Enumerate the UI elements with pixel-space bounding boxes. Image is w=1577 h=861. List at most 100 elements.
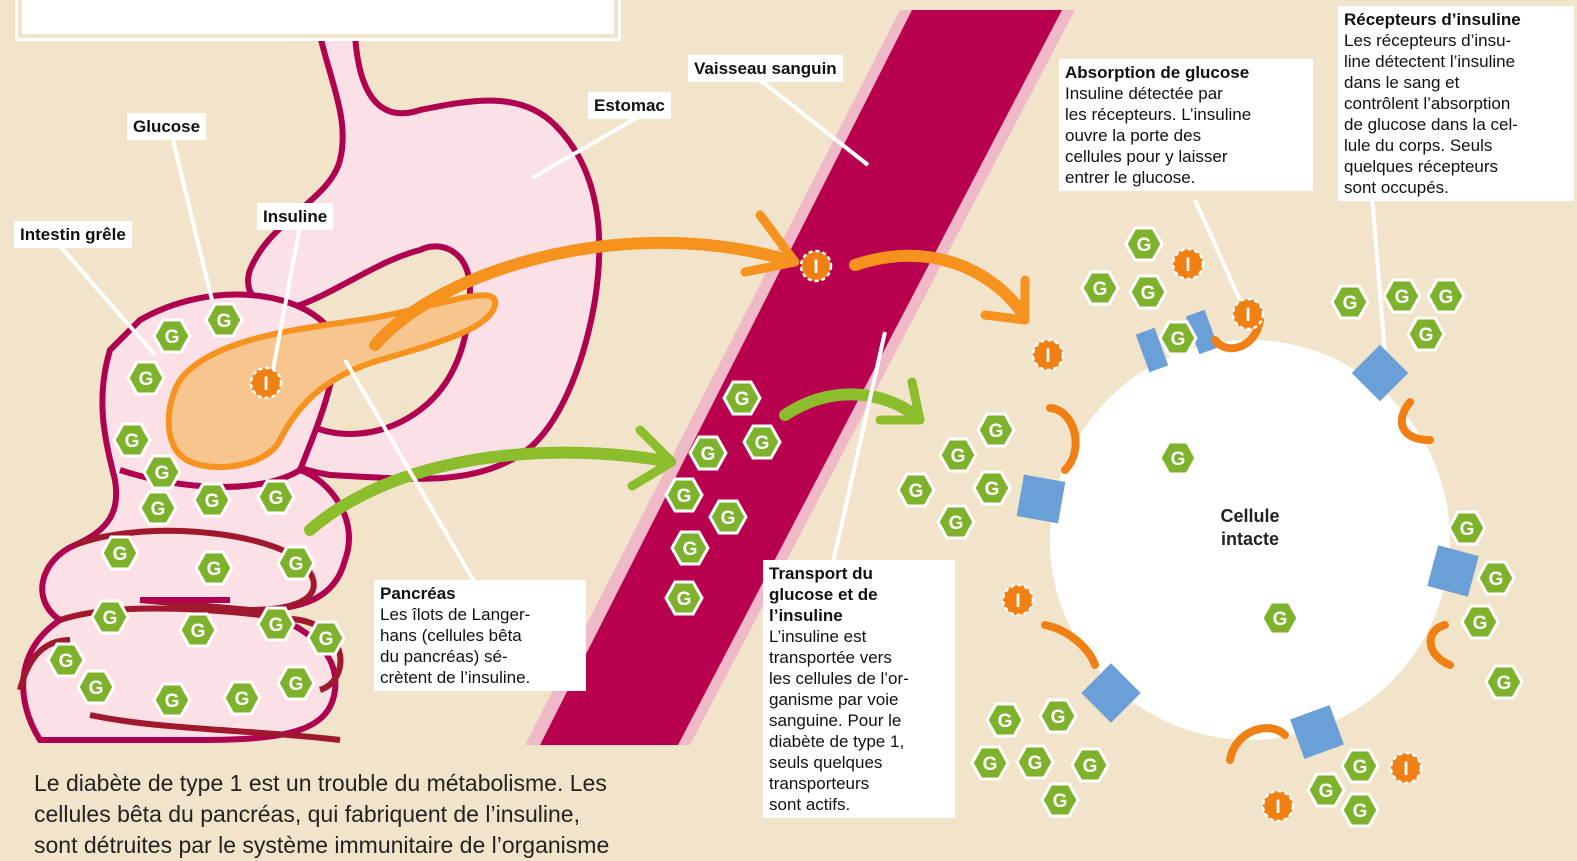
glucose-letter: G	[1460, 519, 1475, 540]
glucose-icon: G	[1384, 280, 1420, 312]
glucose-icon: G	[940, 439, 976, 471]
glucose-letter: G	[1439, 287, 1454, 308]
label-transport: Transport du glucose et de l’insuline L’…	[763, 560, 955, 818]
glucose-icon: G	[1462, 606, 1498, 638]
insulin-letter: I	[1045, 346, 1050, 367]
glucose-icon: G	[1308, 774, 1344, 806]
glucose-letter: G	[59, 651, 74, 672]
glucose-icon: G	[114, 424, 150, 456]
glucose-icon: G	[258, 481, 294, 513]
glucose-letter: G	[289, 674, 304, 695]
glucose-letter: G	[1093, 279, 1108, 300]
glucose-letter: G	[989, 421, 1004, 442]
glucose-icon: G	[140, 492, 176, 524]
glucose-icon: G	[938, 506, 974, 538]
glucose-icon: G	[194, 484, 230, 516]
glucose-letter: G	[1353, 757, 1368, 778]
glucose-icon: G	[672, 532, 708, 564]
glucose-letter: G	[1028, 753, 1043, 774]
glucose-icon: G	[154, 320, 190, 352]
glucose-icon: G	[1486, 666, 1522, 698]
glucose-icon: G	[1342, 750, 1378, 782]
glucose-letter: G	[1273, 609, 1288, 630]
glucose-letter: G	[1171, 449, 1186, 470]
glucose-letter: G	[755, 433, 770, 454]
insulin-letter: I	[1403, 759, 1408, 780]
glucose-letter: G	[1319, 781, 1334, 802]
glucose-letter: G	[1083, 756, 1098, 777]
glucose-letter: G	[1497, 673, 1512, 694]
label-stomach-text: Estomac	[594, 95, 665, 116]
glucose-letter: G	[269, 615, 284, 636]
glucose-letter: G	[683, 539, 698, 560]
insulin-icon: I	[1391, 753, 1421, 783]
glucose-icon: G	[978, 414, 1014, 446]
glucose-icon: G	[1428, 280, 1464, 312]
label-glucose-text: Glucose	[133, 116, 200, 137]
glucose-icon: G	[1017, 746, 1053, 778]
glucose-letter: G	[1053, 791, 1068, 812]
insulin-letter: I	[813, 257, 818, 278]
glucose-letter: G	[89, 678, 104, 699]
glucose-icon: G	[1408, 318, 1444, 350]
title-box	[18, 0, 618, 38]
glucose-letter: G	[701, 444, 716, 465]
glucose-icon: G	[666, 582, 702, 614]
insulin-icon: I	[1003, 585, 1033, 615]
glucose-icon: G	[1262, 602, 1298, 634]
glucose-icon: G	[1072, 749, 1108, 781]
intro-text: Le diabète de type 1 est un trouble du m…	[34, 768, 734, 861]
insulin-letter: I	[1275, 797, 1280, 818]
glucose-letter: G	[155, 463, 170, 484]
glucose-letter: G	[235, 689, 250, 710]
insulin-icon: I	[251, 368, 281, 398]
glucose-icon: G	[744, 426, 780, 458]
label-receptors-body: Les récepteurs d’insu- line détectent l’…	[1344, 30, 1572, 198]
label-insulin-text: Insuline	[263, 206, 327, 227]
glucose-icon: G	[666, 479, 702, 511]
glucose-letter: G	[269, 488, 284, 509]
label-stomach: Estomac	[588, 92, 671, 119]
insulin-letter: I	[263, 374, 268, 395]
glucose-icon: G	[180, 614, 216, 646]
glucose-icon: G	[92, 601, 128, 633]
glucose-icon: G	[987, 704, 1023, 736]
glucose-icon: G	[258, 608, 294, 640]
glucose-icon: G	[1342, 794, 1378, 826]
glucose-letter: G	[125, 431, 140, 452]
label-blood-vessel-text: Vaisseau sanguin	[694, 58, 837, 79]
glucose-letter: G	[139, 369, 154, 390]
label-glucose: Glucose	[127, 113, 206, 140]
insulin-icon: I	[1173, 249, 1203, 279]
label-absorption-body: Insuline détectée par les récepteurs. L’…	[1065, 83, 1307, 188]
glucose-letter: G	[909, 481, 924, 502]
glucose-icon: G	[1478, 562, 1514, 594]
glucose-icon: G	[972, 747, 1008, 779]
glucose-letter: G	[1171, 329, 1186, 350]
glucose-icon: G	[102, 537, 138, 569]
label-insulin: Insuline	[257, 203, 333, 230]
glucose-letter: G	[677, 589, 692, 610]
label-pancreas-body: Les îlots de Langer- hans (cellules bêta…	[380, 604, 580, 688]
glucose-icon: G	[308, 622, 344, 654]
glucose-letter: G	[165, 691, 180, 712]
receptor-left	[1017, 475, 1066, 524]
label-receptors: Récepteurs d’insuline Les récepteurs d’i…	[1338, 6, 1574, 201]
glucose-letter: G	[983, 754, 998, 775]
glucose-icon: G	[690, 437, 726, 469]
glucose-letter: G	[949, 513, 964, 534]
glucose-letter: G	[113, 544, 128, 565]
glucose-icon: G	[974, 472, 1010, 504]
glucose-icon: G	[144, 456, 180, 488]
glucose-icon: G	[206, 304, 242, 336]
glucose-icon: G	[724, 382, 760, 414]
glucose-letter: G	[735, 389, 750, 410]
glucose-icon: G	[1082, 272, 1118, 304]
glucose-icon: G	[710, 501, 746, 533]
label-transport-title: Transport du glucose et de l’insuline	[769, 563, 949, 626]
insulin-letter: I	[1185, 255, 1190, 276]
glucose-letter: G	[951, 446, 966, 467]
glucose-letter: G	[103, 608, 118, 629]
glucose-icon: G	[128, 362, 164, 394]
insulin-icon: I	[1263, 791, 1293, 821]
